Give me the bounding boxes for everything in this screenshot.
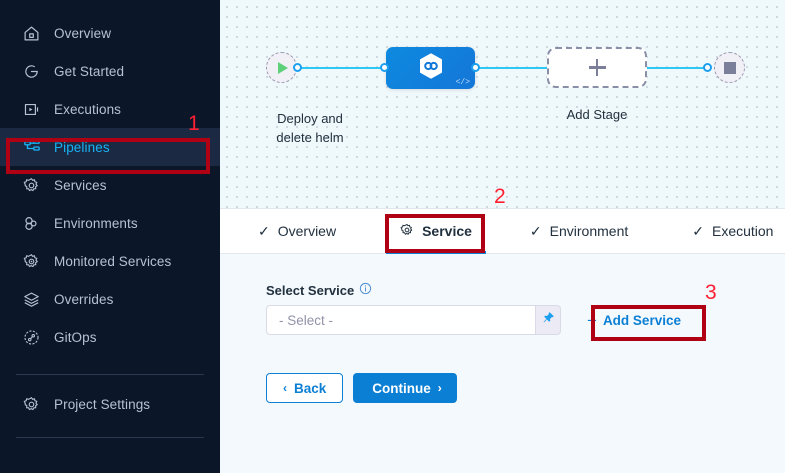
sidebar-divider-top — [16, 374, 204, 375]
environments-icon — [22, 214, 41, 233]
sidebar-item-gitops[interactable]: GitOps — [0, 318, 220, 356]
stage-label-line2: delete helm — [276, 129, 344, 145]
tab-label: Overview — [277, 223, 337, 239]
sidebar-item-services[interactable]: Services — [0, 166, 220, 204]
tab-label: Environment — [549, 223, 629, 239]
tab-service[interactable]: Service — [386, 209, 486, 254]
gear-icon — [22, 176, 41, 195]
stage-tabs: ✓ Overview Service ✓ Environment ✓ Execu… — [220, 208, 785, 254]
pipelines-icon — [22, 138, 41, 157]
sidebar-item-executions[interactable]: Executions — [0, 90, 220, 128]
tab-overview[interactable]: ✓ Overview — [244, 209, 350, 253]
monitored-services-icon — [22, 252, 41, 271]
select-service-row: - Select - + Add Service — [266, 305, 785, 335]
stage-label-line1: Deploy and — [277, 111, 343, 126]
tab-label: Service — [422, 223, 472, 239]
sidebar-item-overrides[interactable]: Overrides — [0, 280, 220, 318]
sidebar-item-label: Pipelines — [54, 139, 110, 155]
sidebar-item-label: Project Settings — [54, 396, 151, 412]
sidebar-item-label: Monitored Services — [54, 253, 172, 269]
info-icon[interactable] — [359, 282, 372, 298]
select-service-input[interactable]: - Select - — [266, 305, 536, 335]
sidebar-item-get-started[interactable]: Get Started — [0, 52, 220, 90]
sidebar-item-label: Executions — [54, 101, 122, 117]
sidebar-item-label: GitOps — [54, 329, 97, 345]
stage-code-badge: </> — [455, 78, 470, 87]
pin-icon — [542, 311, 555, 329]
sidebar-item-environments[interactable]: Environments — [0, 204, 220, 242]
chevron-left-icon: ‹ — [283, 381, 287, 395]
service-form-panel: Select Service - Select - — [220, 254, 785, 473]
sidebar-item-project-settings[interactable]: Project Settings — [0, 385, 220, 423]
helm-hexagon-icon — [418, 52, 444, 85]
sidebar-item-label: Overrides — [54, 291, 114, 307]
sidebar-item-label: Services — [54, 177, 107, 193]
end-stop-node[interactable] — [714, 52, 745, 83]
back-button[interactable]: ‹ Back — [266, 373, 344, 403]
gear-icon — [22, 395, 41, 414]
executions-icon — [22, 100, 41, 119]
check-icon: ✓ — [529, 223, 542, 239]
back-label: Back — [294, 380, 327, 396]
sidebar-item-overview[interactable]: Overview — [0, 14, 220, 52]
gitops-icon — [22, 328, 41, 347]
select-service-label: Select Service — [266, 282, 355, 298]
tab-label: Execution — [711, 223, 774, 239]
stage-out-port — [471, 63, 480, 72]
start-port — [293, 63, 302, 72]
tab-environment[interactable]: ✓ Environment — [516, 209, 642, 253]
edge-start-to-stage — [297, 66, 384, 69]
edge-stage-to-add — [475, 66, 552, 69]
add-stage-node[interactable] — [547, 47, 647, 88]
play-icon — [278, 61, 288, 74]
continue-button[interactable]: Continue › — [353, 373, 457, 403]
get-started-icon — [22, 62, 41, 81]
continue-label: Continue — [372, 380, 431, 396]
sidebar-item-label: Environments — [54, 215, 138, 231]
check-icon: ✓ — [692, 223, 704, 239]
pipeline-canvas[interactable]: </> Deploy and delete helm Add Stage — [220, 0, 785, 208]
add-service-label: Add Service — [602, 312, 681, 328]
sidebar-item-label: Get Started — [54, 63, 125, 79]
stop-icon — [723, 61, 736, 74]
chevron-right-icon: › — [437, 381, 442, 395]
gear-icon — [400, 223, 414, 239]
sidebar: Overview Get Started Executions — [0, 0, 220, 473]
edge-add-to-end — [646, 66, 709, 69]
sidebar-divider-bottom — [16, 437, 204, 438]
check-icon: ✓ — [258, 223, 270, 239]
pin-button[interactable] — [536, 305, 561, 335]
form-actions: ‹ Back Continue › — [266, 373, 785, 403]
select-service-label-row: Select Service — [266, 282, 785, 298]
layers-icon — [22, 290, 41, 309]
sidebar-item-label: Overview — [54, 25, 112, 41]
plus-icon: + — [587, 310, 597, 330]
pipeline-flow: </> Deploy and delete helm Add Stage — [250, 47, 785, 145]
home-icon — [22, 24, 41, 43]
stage-in-port — [380, 63, 389, 72]
plus-icon — [588, 59, 606, 76]
tab-execution[interactable]: ✓ Execution — [678, 209, 785, 253]
add-service-button[interactable]: + Add Service — [587, 312, 681, 329]
stage-node-deploy-and-delete-helm[interactable]: </> — [386, 47, 475, 89]
end-port — [703, 63, 712, 72]
main-content: </> Deploy and delete helm Add Stage — [220, 0, 785, 473]
sidebar-item-pipelines[interactable]: Pipelines — [0, 128, 220, 166]
stage-label: Deploy and delete helm — [250, 110, 370, 148]
start-play-node[interactable] — [266, 52, 297, 83]
select-service-value: - Select - — [279, 312, 334, 328]
sidebar-item-monitored-services[interactable]: Monitored Services — [0, 242, 220, 280]
add-stage-label: Add Stage — [566, 107, 628, 122]
